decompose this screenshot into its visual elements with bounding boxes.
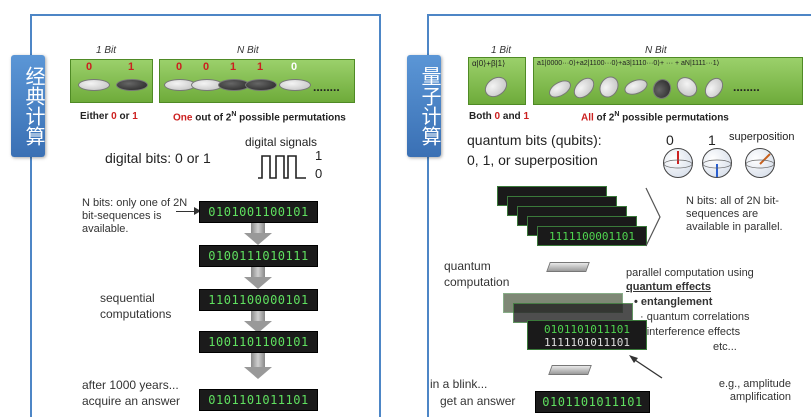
interference-result: 0101101011101 1111101011101 — [527, 320, 647, 350]
answer-box: 0101101011101 — [535, 391, 650, 413]
sequential-computations-label: sequential computations — [100, 291, 172, 321]
amplitude-amplification-note: e.g., amplitude amplification — [718, 378, 791, 403]
alpha-beta-formula: α|0⟩+β|1⟩ — [472, 59, 506, 68]
quantum-one-bit-label: 1 Bit — [491, 45, 512, 56]
after-years-label: after 1000 years... acquire an answer — [82, 378, 181, 408]
classical-n-bit-caption: One out of 2N possible permutations — [173, 111, 346, 124]
classical-computing-tab: 经典计算 — [11, 55, 46, 157]
bit-row: 0101101011101 — [199, 389, 318, 411]
down-arrow-shaft — [251, 311, 265, 321]
superposed-sequence-b: 1111101011101 — [543, 336, 631, 349]
effect-item: • entanglement — [634, 296, 713, 308]
qubits-line-2: 0, 1, or superposition — [467, 152, 598, 168]
nbit-value: 1 — [230, 61, 237, 73]
ellipsis-dots: ........ — [313, 80, 340, 94]
square-wave-icon — [258, 155, 306, 179]
down-arrow-icon — [244, 233, 272, 245]
parallel-bits-note: N bits: all of 2N bit-sequences are avai… — [686, 195, 783, 233]
classical-nbits-note: N bits: only one of 2N bit-sequences is … — [82, 197, 188, 235]
effect-item: · quantum correlations — [640, 311, 750, 323]
bit-row: 1101100000101 — [199, 289, 318, 311]
nbit-value: 0 — [203, 61, 210, 73]
qubits-line-1: quantum bits (qubits): — [467, 132, 602, 148]
arrow-right-icon — [194, 207, 201, 215]
parallel-title: parallel computation using — [626, 267, 754, 279]
classical-n-bit-label: N Bit — [237, 45, 259, 56]
nbit-value: 0 — [176, 61, 183, 73]
superposition-label: superposition — [729, 131, 795, 143]
bit-row: 0100111010111 — [199, 245, 318, 267]
processor-chip-icon — [546, 262, 590, 272]
ellipsis-dots: ........ — [733, 80, 760, 94]
bracket-icon — [645, 187, 661, 247]
quantum-one-bit-caption: Both 0 and 1 — [469, 111, 530, 122]
classical-bit-zero: 0 — [86, 61, 93, 73]
nbit-value: 0 — [291, 61, 298, 73]
digital-bits-text: digital bits: 0 or 1 — [105, 150, 211, 166]
white-coin-icon — [279, 79, 311, 91]
signal-zero-label: 0 — [315, 166, 323, 181]
bloch-sphere-zero-icon — [663, 148, 693, 178]
nbit-value: 1 — [257, 61, 264, 73]
classical-one-bit-label: 1 Bit — [96, 45, 117, 56]
down-arrow-shaft — [251, 353, 265, 367]
quantum-n-bit-caption: All of 2N possible permutations — [581, 111, 729, 124]
get-answer-label: get an answer — [440, 394, 516, 408]
dark-coin-icon — [245, 79, 277, 91]
parallel-sequence-top: 1111100001101 — [537, 226, 647, 246]
digital-signals-label: digital signals — [245, 135, 318, 149]
superposed-sequence-a: 0101101011101 — [543, 323, 631, 336]
bloch-sphere-superposition-icon — [745, 148, 775, 178]
down-arrow-shaft — [251, 267, 265, 277]
down-arrow-shaft — [251, 223, 265, 233]
bit-row: 0101001100101 — [199, 201, 318, 223]
quantum-computation-label: quantum computation — [444, 259, 510, 289]
dark-coin-icon — [116, 79, 148, 91]
pointer-arrow-icon — [629, 355, 663, 379]
qubit-zero-label: 0 — [666, 132, 674, 148]
in-a-blink-label: in a blink... — [430, 377, 488, 391]
signal-one-label: 1 — [315, 148, 323, 163]
down-arrow-icon — [244, 367, 272, 379]
pointer-line — [176, 211, 196, 212]
effect-item: · interference effects — [640, 326, 741, 338]
superposition-formula: a1|0000···0⟩+a2|1100···0⟩+a3|1110···0⟩+ … — [537, 60, 720, 67]
processor-chip-icon — [548, 365, 592, 375]
bloch-sphere-one-icon — [702, 148, 732, 178]
quantum-computing-tab: 量子计算 — [407, 55, 442, 157]
white-coin-icon — [78, 79, 110, 91]
qubit-one-label: 1 — [708, 132, 716, 148]
classical-bit-one: 1 — [128, 61, 135, 73]
down-arrow-icon — [244, 321, 272, 333]
bit-row: 1001101100101 — [199, 331, 318, 353]
classical-one-bit-caption: Either 0 or 1 — [80, 111, 138, 122]
quantum-effects-label: quantum effects — [626, 281, 711, 293]
down-arrow-icon — [244, 277, 272, 289]
quantum-n-bit-label: N Bit — [645, 45, 667, 56]
etc-label: etc... — [713, 341, 737, 353]
